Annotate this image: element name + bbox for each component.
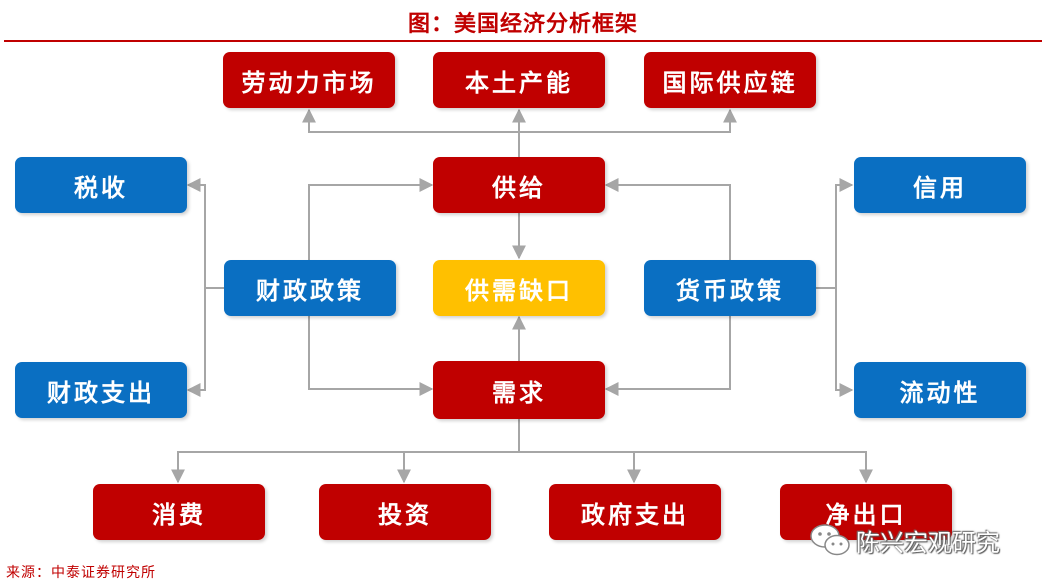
arrow-demand-to-consumption bbox=[171, 419, 520, 484]
node-credit: 信用 bbox=[854, 157, 1026, 213]
source-note: 来源：中泰证券研究所 bbox=[6, 565, 156, 581]
arrow-fiscal-to-demand bbox=[308, 316, 434, 396]
node-tax: 税收 bbox=[15, 157, 187, 213]
node-demand: 需求 bbox=[433, 361, 605, 419]
arrow-fiscal-to-tax bbox=[186, 178, 224, 289]
node-supply-demand-gap: 供需缺口 bbox=[433, 260, 605, 316]
node-labor-market: 劳动力市场 bbox=[223, 52, 395, 108]
diagram-title: 图：美国经济分析框架 bbox=[407, 11, 638, 37]
node-monetary-policy: 货币政策 bbox=[644, 260, 816, 316]
arrow-monetary-to-liquidity bbox=[835, 288, 854, 397]
node-supply-chain: 国际供应链 bbox=[644, 52, 816, 108]
watermark-text: 陈兴宏观研究 bbox=[856, 528, 1000, 557]
node-domestic-capacity: 本土产能 bbox=[433, 52, 605, 108]
arrow-monetary-to-credit bbox=[816, 178, 854, 289]
watermark: 陈兴宏观研究 bbox=[808, 520, 1040, 560]
arrow-monetary-to-demand bbox=[604, 316, 731, 396]
arrow-monetary-to-supply bbox=[604, 178, 731, 260]
arrow-fiscal-to-spending bbox=[186, 288, 206, 397]
node-government-spending: 政府支出 bbox=[549, 484, 721, 540]
arrow-fiscal-to-supply bbox=[308, 178, 434, 260]
node-net-exports: 净出口 bbox=[780, 484, 952, 540]
node-supply: 供给 bbox=[433, 157, 605, 213]
node-investment: 投资 bbox=[319, 484, 491, 540]
node-fiscal-spending: 财政支出 bbox=[15, 362, 187, 418]
node-consumption: 消费 bbox=[93, 484, 265, 540]
arrow-supply-to-supplychain bbox=[519, 108, 737, 133]
wechat-icon bbox=[810, 524, 850, 556]
arrow-demand-to-netexports bbox=[519, 451, 873, 484]
node-liquidity: 流动性 bbox=[854, 362, 1026, 418]
title-divider bbox=[4, 40, 1042, 42]
node-fiscal-policy: 财政政策 bbox=[224, 260, 396, 316]
arrow-supply-to-labor bbox=[302, 108, 519, 133]
